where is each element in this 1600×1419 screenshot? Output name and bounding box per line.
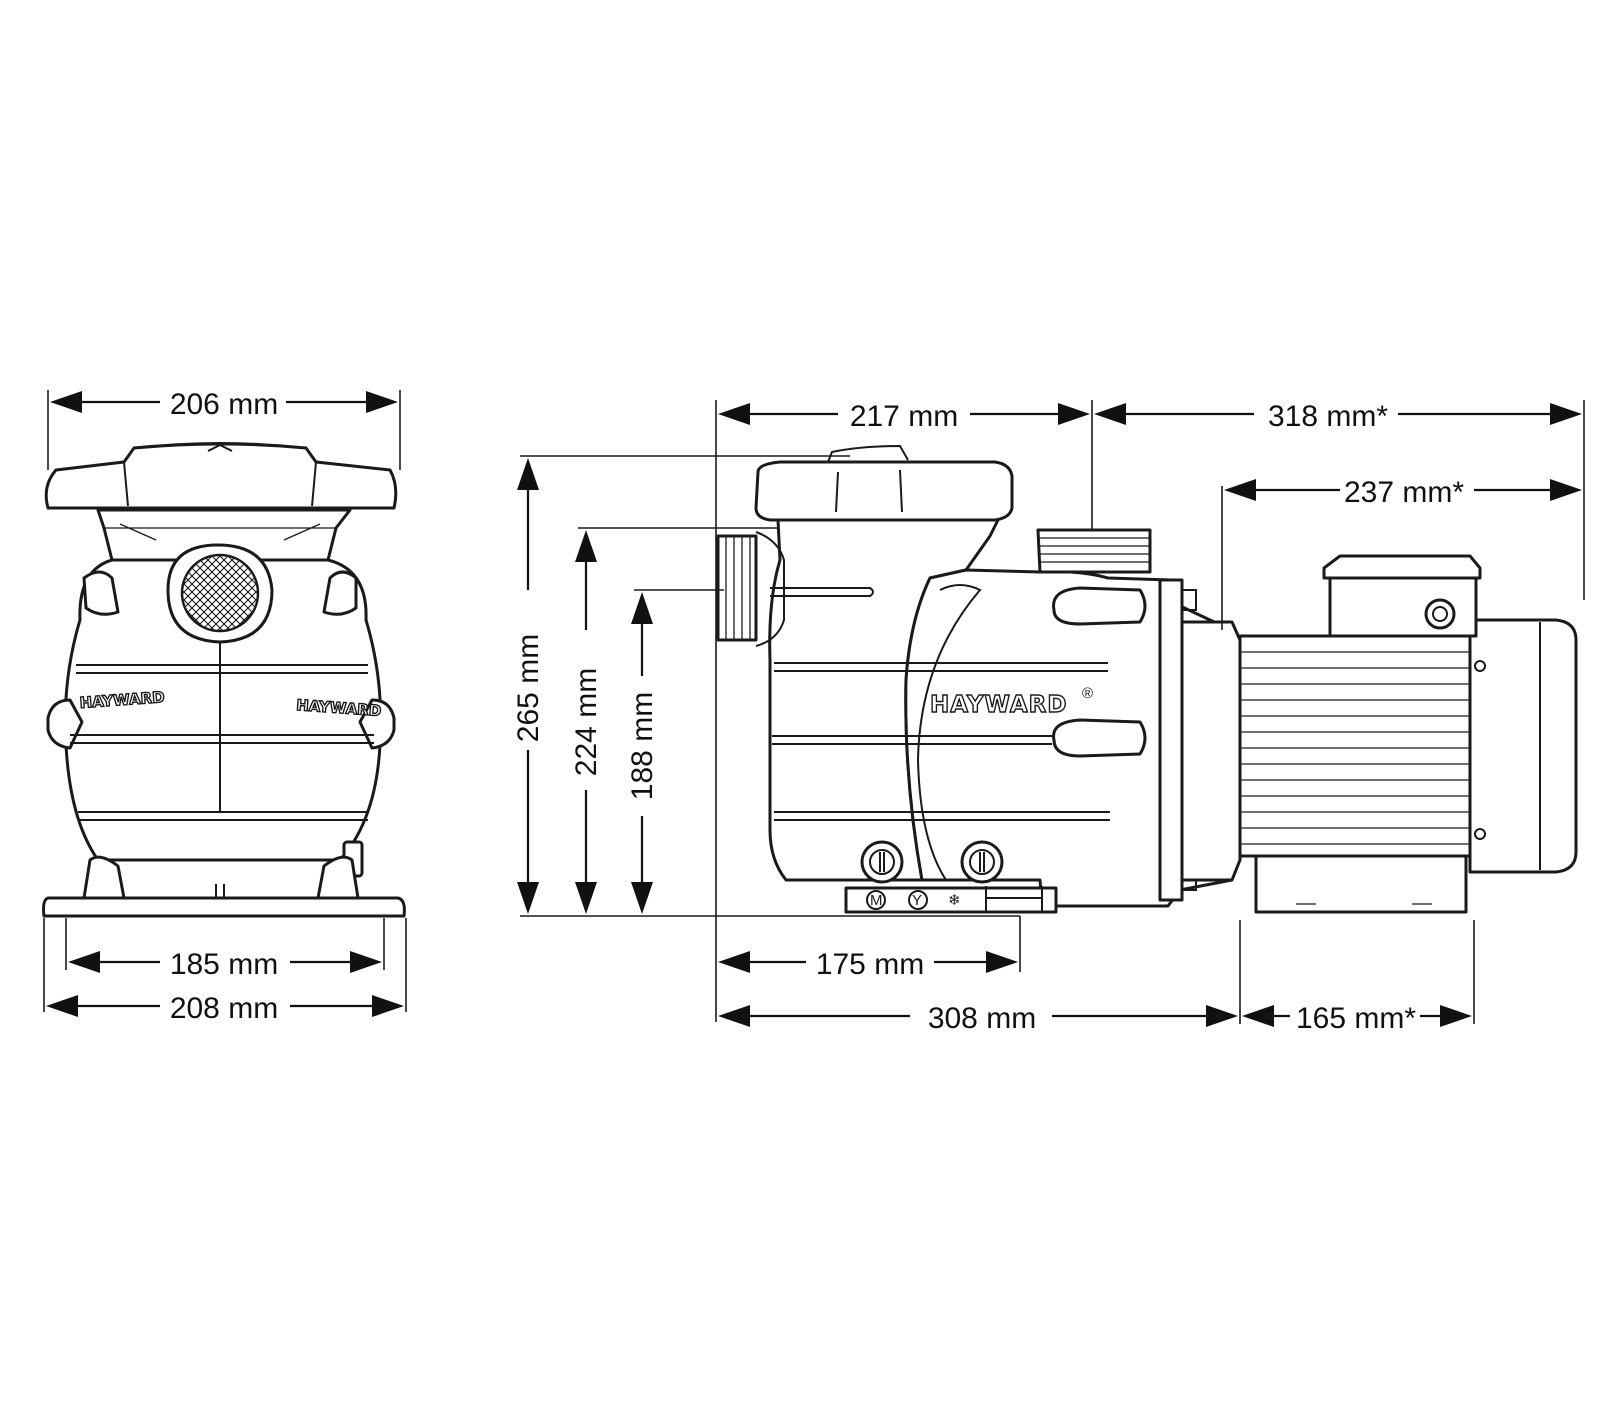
side-inlet-thread bbox=[716, 534, 758, 642]
arrow-175-right bbox=[986, 951, 1018, 973]
side-flange bbox=[1158, 578, 1184, 902]
front-lid bbox=[44, 442, 398, 510]
side-lid-cap bbox=[827, 444, 909, 513]
side-valve-left[interactable] bbox=[860, 840, 904, 884]
dim-label-175: 175 mm bbox=[816, 948, 924, 981]
arrow-237-left bbox=[1224, 479, 1256, 501]
dim-label-237: 237 mm* bbox=[1344, 476, 1464, 509]
front-lid-inner bbox=[123, 442, 317, 507]
arrow-224-top bbox=[575, 530, 597, 562]
side-mark-y: Y bbox=[912, 892, 922, 909]
dim-label-185: 185 mm bbox=[170, 948, 278, 981]
side-valve-right-slot bbox=[979, 852, 985, 872]
motor-terminal-lid bbox=[1322, 554, 1482, 580]
side-logo-registered: ® bbox=[1082, 685, 1093, 702]
dimension-lines: 206 mm 185 mm 208 mm 217 mm 318 mm* 237 … bbox=[43, 388, 1585, 1035]
motor-end-cap bbox=[1468, 618, 1578, 874]
side-valve-right[interactable] bbox=[960, 840, 1004, 884]
side-top-boss bbox=[1052, 586, 1147, 626]
side-seal-plate bbox=[1180, 620, 1242, 882]
arrow-217-left bbox=[718, 403, 750, 425]
side-valve-left-slot bbox=[879, 852, 885, 872]
arrow-185-right bbox=[350, 951, 382, 973]
side-mark-y-circle bbox=[908, 890, 928, 910]
motor-bolt-bottom bbox=[1474, 828, 1486, 840]
side-mark-m: M bbox=[870, 892, 883, 909]
front-inlet-mesh bbox=[180, 553, 260, 633]
front-logo-left: HAYWARD bbox=[79, 688, 165, 712]
motor-cable-gland bbox=[1424, 598, 1456, 630]
arrow-208-left bbox=[46, 995, 78, 1017]
side-inlet-collar bbox=[755, 531, 785, 647]
arrow-188-top bbox=[631, 592, 653, 624]
motor-foot bbox=[1254, 854, 1468, 914]
front-neck-lines bbox=[104, 523, 336, 541]
arrow-175-left bbox=[718, 951, 750, 973]
dim-label-165: 165 mm* bbox=[1296, 1002, 1416, 1035]
front-base-plate bbox=[42, 896, 406, 918]
arrow-265-bottom bbox=[517, 882, 539, 914]
front-right-ear bbox=[322, 570, 358, 616]
side-logo: HAYWARD bbox=[930, 692, 1067, 718]
side-volute-curve bbox=[916, 584, 982, 881]
dim-label-318: 318 mm* bbox=[1268, 400, 1388, 433]
arrow-237-right bbox=[1550, 479, 1582, 501]
arrow-318-left bbox=[1094, 403, 1126, 425]
arrow-217-right bbox=[1058, 403, 1090, 425]
side-lid bbox=[754, 460, 1014, 522]
motor-bolt-top bbox=[1474, 660, 1486, 672]
side-valve-left-inner bbox=[869, 849, 895, 875]
dim-label-188: 188 mm bbox=[626, 692, 659, 800]
arrow-165-left bbox=[1242, 1005, 1274, 1027]
arrow-308-right bbox=[1206, 1005, 1238, 1027]
side-inlet-thread-lines bbox=[725, 536, 751, 640]
dim-label-265: 265 mm bbox=[512, 634, 545, 742]
arrow-318-right bbox=[1550, 403, 1582, 425]
arrow-206-right bbox=[366, 391, 398, 413]
arrow-308-left bbox=[718, 1005, 750, 1027]
motor-fins bbox=[1240, 651, 1470, 845]
arrow-165-right bbox=[1440, 1005, 1472, 1027]
front-rib-1 bbox=[76, 664, 368, 674]
side-mark-snow: ❄ bbox=[948, 892, 961, 909]
side-rib-2 bbox=[772, 735, 1052, 745]
motor-cable-gland-inner bbox=[1432, 606, 1448, 622]
dim-label-208: 208 mm bbox=[170, 992, 278, 1025]
side-rib-1 bbox=[774, 662, 1108, 672]
side-outlet-thread bbox=[1036, 528, 1152, 574]
motor-body bbox=[1238, 634, 1472, 858]
side-outlet-thread-lines bbox=[1038, 537, 1150, 563]
side-inlet-fin bbox=[770, 587, 874, 597]
side-mark-m-circle bbox=[866, 890, 886, 910]
front-view: HAYWARD HAYWARD bbox=[42, 442, 406, 918]
front-lid-handle bbox=[207, 443, 233, 452]
side-valve-right-inner bbox=[969, 849, 995, 875]
arrow-185-left bbox=[68, 951, 100, 973]
arrow-208-right bbox=[372, 995, 404, 1017]
arrow-224-bottom bbox=[575, 882, 597, 914]
front-right-foot bbox=[316, 855, 360, 900]
dim-label-217: 217 mm bbox=[850, 400, 958, 433]
front-left-foot bbox=[82, 855, 126, 900]
side-rib-3 bbox=[774, 811, 1110, 821]
arrow-188-bottom bbox=[631, 882, 653, 914]
dim-label-206: 206 mm bbox=[170, 388, 278, 421]
front-left-ear bbox=[82, 570, 120, 616]
dim-label-224: 224 mm bbox=[570, 668, 603, 776]
dim-label-308: 308 mm bbox=[928, 1002, 1036, 1035]
front-rib-3 bbox=[78, 811, 368, 821]
side-view: HAYWARD ® M Y ❄ bbox=[716, 444, 1578, 914]
front-rib-2 bbox=[70, 734, 374, 744]
arrow-206-left bbox=[50, 391, 82, 413]
side-mid-boss bbox=[1052, 718, 1147, 758]
arrow-265-top bbox=[517, 458, 539, 490]
side-foot-bracket bbox=[985, 886, 1043, 912]
